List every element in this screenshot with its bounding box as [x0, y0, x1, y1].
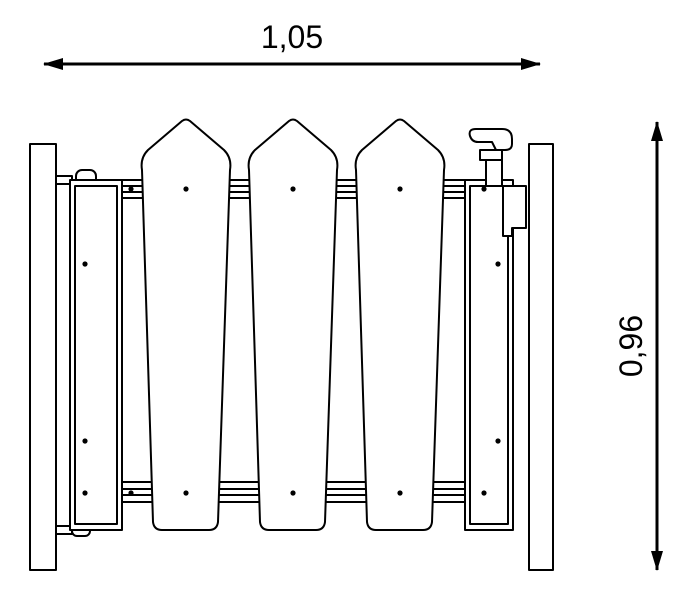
right-stile-face [469, 185, 509, 525]
screw-hole [128, 186, 134, 192]
screw-hole [397, 490, 403, 496]
height-label: 0,96 [613, 315, 649, 377]
left-stile-face [74, 185, 118, 525]
height-dimension: 0,96 [613, 121, 663, 571]
width-dimension: 1,05 [43, 19, 541, 70]
screw-hole [290, 490, 296, 496]
picket-3 [354, 118, 446, 531]
screw-hole [495, 438, 501, 444]
right-post [528, 143, 554, 571]
screw-hole [495, 261, 501, 267]
screw-hole [82, 261, 88, 267]
width-label: 1,05 [261, 19, 323, 55]
left-post [29, 143, 57, 571]
screw-hole [82, 490, 88, 496]
screw-hole [397, 186, 403, 192]
picket-1 [140, 118, 232, 531]
latch [468, 128, 527, 237]
screw-hole [82, 438, 88, 444]
screw-hole [481, 186, 487, 192]
screw-hole [290, 186, 296, 192]
picket-2 [247, 118, 339, 531]
screw-hole [128, 490, 134, 496]
screw-hole [481, 490, 487, 496]
screw-hole [183, 490, 189, 496]
screw-holes [82, 186, 501, 496]
screw-hole [183, 186, 189, 192]
